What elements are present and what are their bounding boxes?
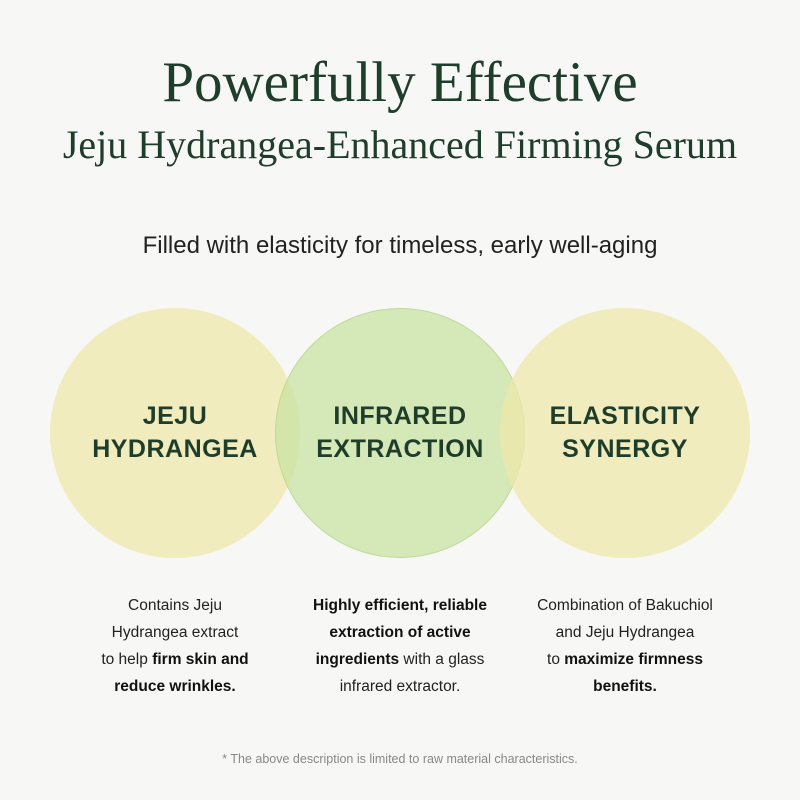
tagline: Filled with elasticity for timeless, ear… — [142, 232, 658, 259]
description-text: and Jeju Hydrangea — [555, 624, 695, 641]
description-emphasis: maximize firmness — [564, 651, 703, 668]
description-text: with a glass — [399, 651, 485, 668]
description-emphasis: ingredients — [315, 651, 400, 668]
circle-label: INFRARED EXTRACTION — [316, 402, 484, 463]
circle-elasticity-synergy: ELASTICITY SYNERGY — [500, 308, 750, 558]
description-emphasis: extraction of active — [329, 624, 471, 641]
description-elasticity-synergy: Combination of Bakuchiol and Jeju Hydrang… — [510, 592, 740, 700]
description-text: Contains Jeju — [128, 597, 222, 614]
description-emphasis: firm skin and — [152, 651, 249, 668]
description-emphasis: Highly efficient, reliable — [313, 597, 487, 614]
footnote: * The above description is limited to ra… — [222, 752, 578, 766]
circle-infrared-extraction: INFRARED EXTRACTION — [275, 308, 525, 558]
description-emphasis: reduce wrinkles. — [114, 678, 236, 695]
description-text: Combination of Bakuchiol — [537, 597, 713, 614]
description-text: to help — [101, 651, 153, 668]
page-title: Powerfully Effective — [162, 51, 638, 114]
circle-label: ELASTICITY SYNERGY — [549, 402, 701, 463]
description-infrared-extraction: Highly efficient, reliable extraction of … — [285, 592, 515, 700]
circle-label: JEJU HYDRANGEA — [92, 402, 258, 463]
description-text: to — [547, 651, 565, 668]
page-subtitle: Jeju Hydrangea-Enhanced Firming Serum — [62, 122, 738, 167]
description-text: Hydrangea extract — [111, 624, 239, 641]
description-text: infrared extractor. — [339, 678, 461, 695]
circle-jeju-hydrangea: JEJU HYDRANGEA — [50, 308, 300, 558]
description-emphasis: benefits. — [593, 678, 657, 695]
